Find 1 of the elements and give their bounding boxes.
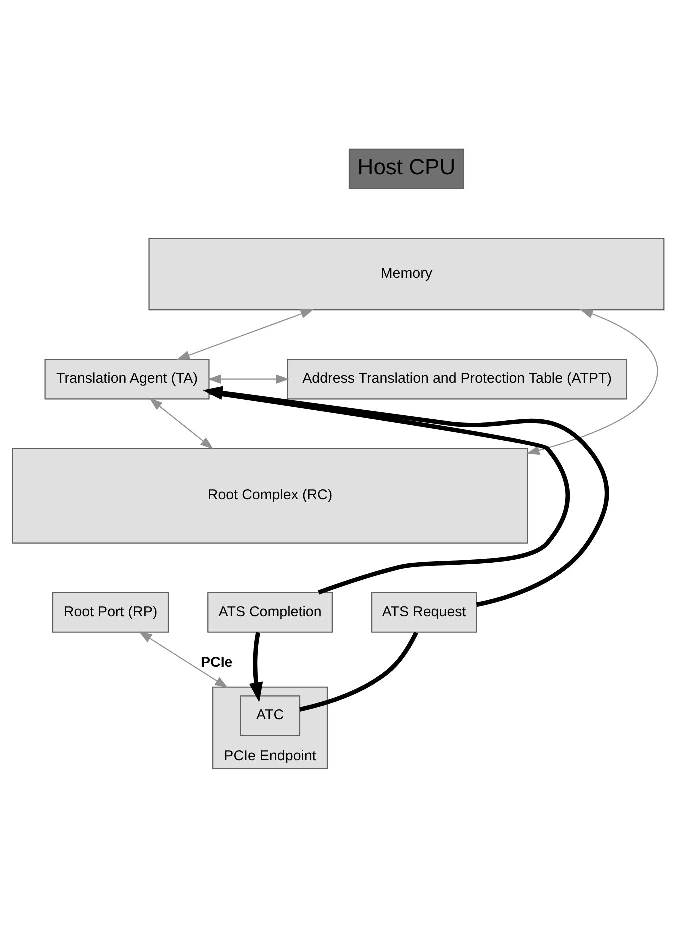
edge-label: PCIe xyxy=(200,654,233,671)
